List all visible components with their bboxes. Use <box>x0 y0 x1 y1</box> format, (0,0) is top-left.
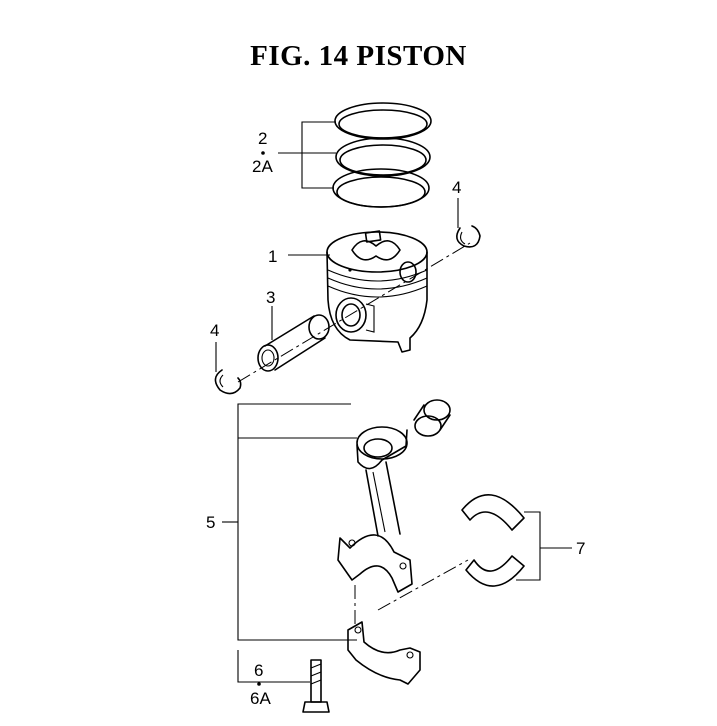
callout-5: 5 <box>206 513 215 532</box>
callout-4-right: 4 <box>452 178 461 197</box>
callout-1: 1 <box>268 247 277 266</box>
piston <box>326 230 428 353</box>
pin-axis-centerline <box>237 242 471 383</box>
callout-3: 3 <box>266 288 275 307</box>
snap-ring-left <box>214 369 242 395</box>
connecting-rod-bolt <box>302 659 330 713</box>
big-end-centerline <box>377 559 469 611</box>
small-end-bushing <box>413 399 451 437</box>
callout-6a: 6A <box>250 689 271 708</box>
figure-title: FIG. 14 PISTON <box>250 40 467 72</box>
bearing-shell-lower <box>465 555 525 587</box>
leader-7 <box>516 511 572 581</box>
bearing-shell-upper <box>461 494 525 531</box>
leader-6 <box>237 650 310 683</box>
callout-2: 2 <box>258 129 267 148</box>
snap-ring-right <box>456 225 481 248</box>
connecting-rod-cap <box>347 621 421 685</box>
callout-2a: 2A <box>252 157 273 176</box>
callout-dot <box>257 682 261 686</box>
connecting-rod <box>337 426 413 593</box>
leader-5 <box>222 403 357 641</box>
piston-pin <box>257 314 330 372</box>
callout-6: 6 <box>254 661 263 680</box>
callout-dot <box>261 151 265 155</box>
piston-rings <box>332 102 432 208</box>
callout-7: 7 <box>576 539 585 558</box>
callout-4-left: 4 <box>210 321 219 340</box>
leader-rings <box>278 121 336 189</box>
